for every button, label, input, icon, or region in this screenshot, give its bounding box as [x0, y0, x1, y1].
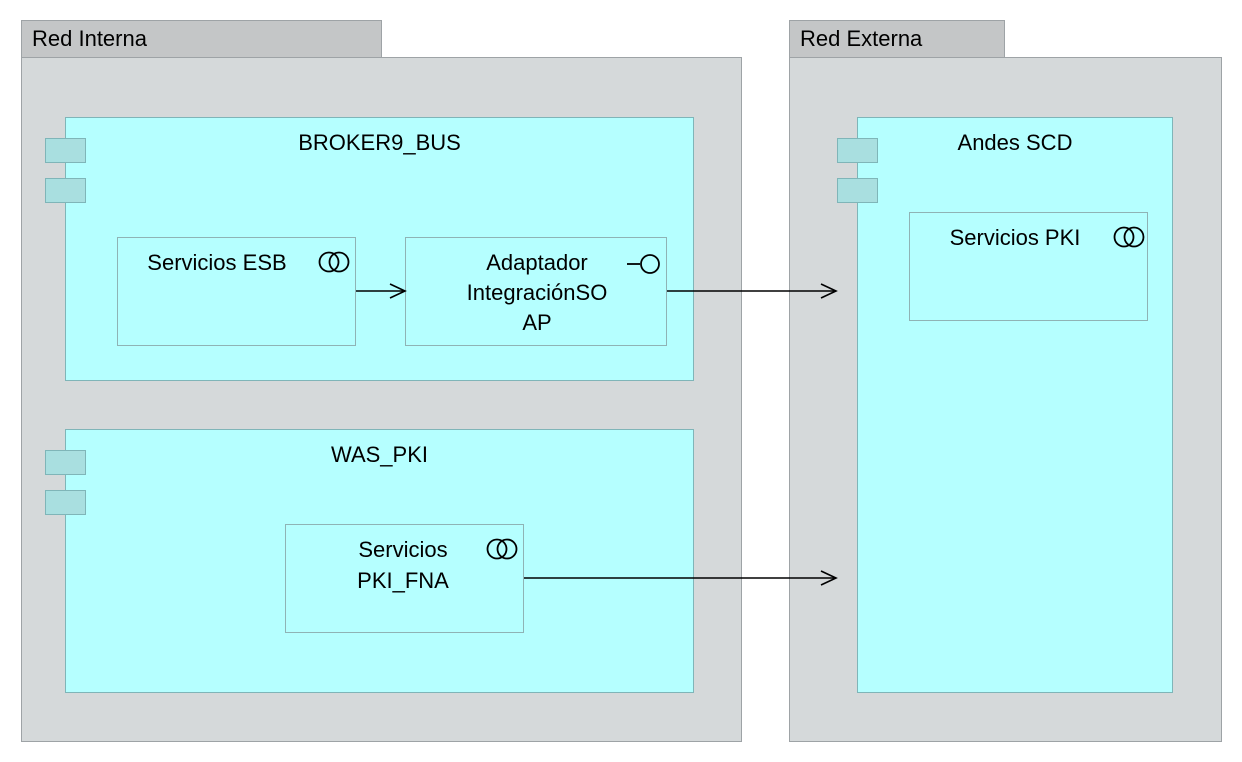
service-icon: [486, 538, 518, 560]
service-label-servicios-pki: Servicios PKI: [949, 225, 1081, 250]
component-tab-icon: [45, 138, 86, 163]
component-label-line-3: AP: [522, 310, 552, 335]
group-label-red-externa: Red Externa: [800, 26, 923, 51]
component-tab-icon: [45, 178, 86, 203]
service-servicios-pki[interactable]: Servicios PKI: [909, 212, 1148, 321]
group-tab-red-externa: Red Externa: [789, 20, 1005, 59]
service-label-servicios-esb: Servicios ESB: [147, 250, 287, 275]
service-icon: [318, 251, 350, 273]
component-label-line-2: IntegraciónSO: [466, 280, 608, 305]
service-label-line-2: PKI_FNA: [357, 568, 449, 593]
component-tab-icon: [837, 178, 878, 203]
node-andes-scd[interactable]: Andes SCD: [857, 117, 1173, 693]
component-tab-icon: [837, 138, 878, 163]
interface-icon: [627, 254, 660, 274]
service-servicios-esb[interactable]: Servicios ESB: [117, 237, 356, 346]
node-title-was-pki: WAS_PKI: [331, 442, 428, 467]
service-icon: [1113, 226, 1145, 248]
component-label-line-1: Adaptador: [486, 250, 588, 275]
component-tab-icon: [45, 490, 86, 515]
group-tab-red-interna: Red Interna: [21, 20, 382, 59]
node-title-broker9-bus: BROKER9_BUS: [298, 130, 461, 155]
component-tab-icon: [45, 450, 86, 475]
node-title-andes-scd: Andes SCD: [957, 130, 1073, 155]
component-adaptador-integracion-soap[interactable]: Adaptador IntegraciónSO AP: [405, 237, 667, 346]
group-label-red-interna: Red Interna: [32, 26, 147, 51]
service-servicios-pki-fna[interactable]: Servicios PKI_FNA: [285, 524, 524, 633]
service-label-line-1: Servicios: [358, 537, 448, 562]
